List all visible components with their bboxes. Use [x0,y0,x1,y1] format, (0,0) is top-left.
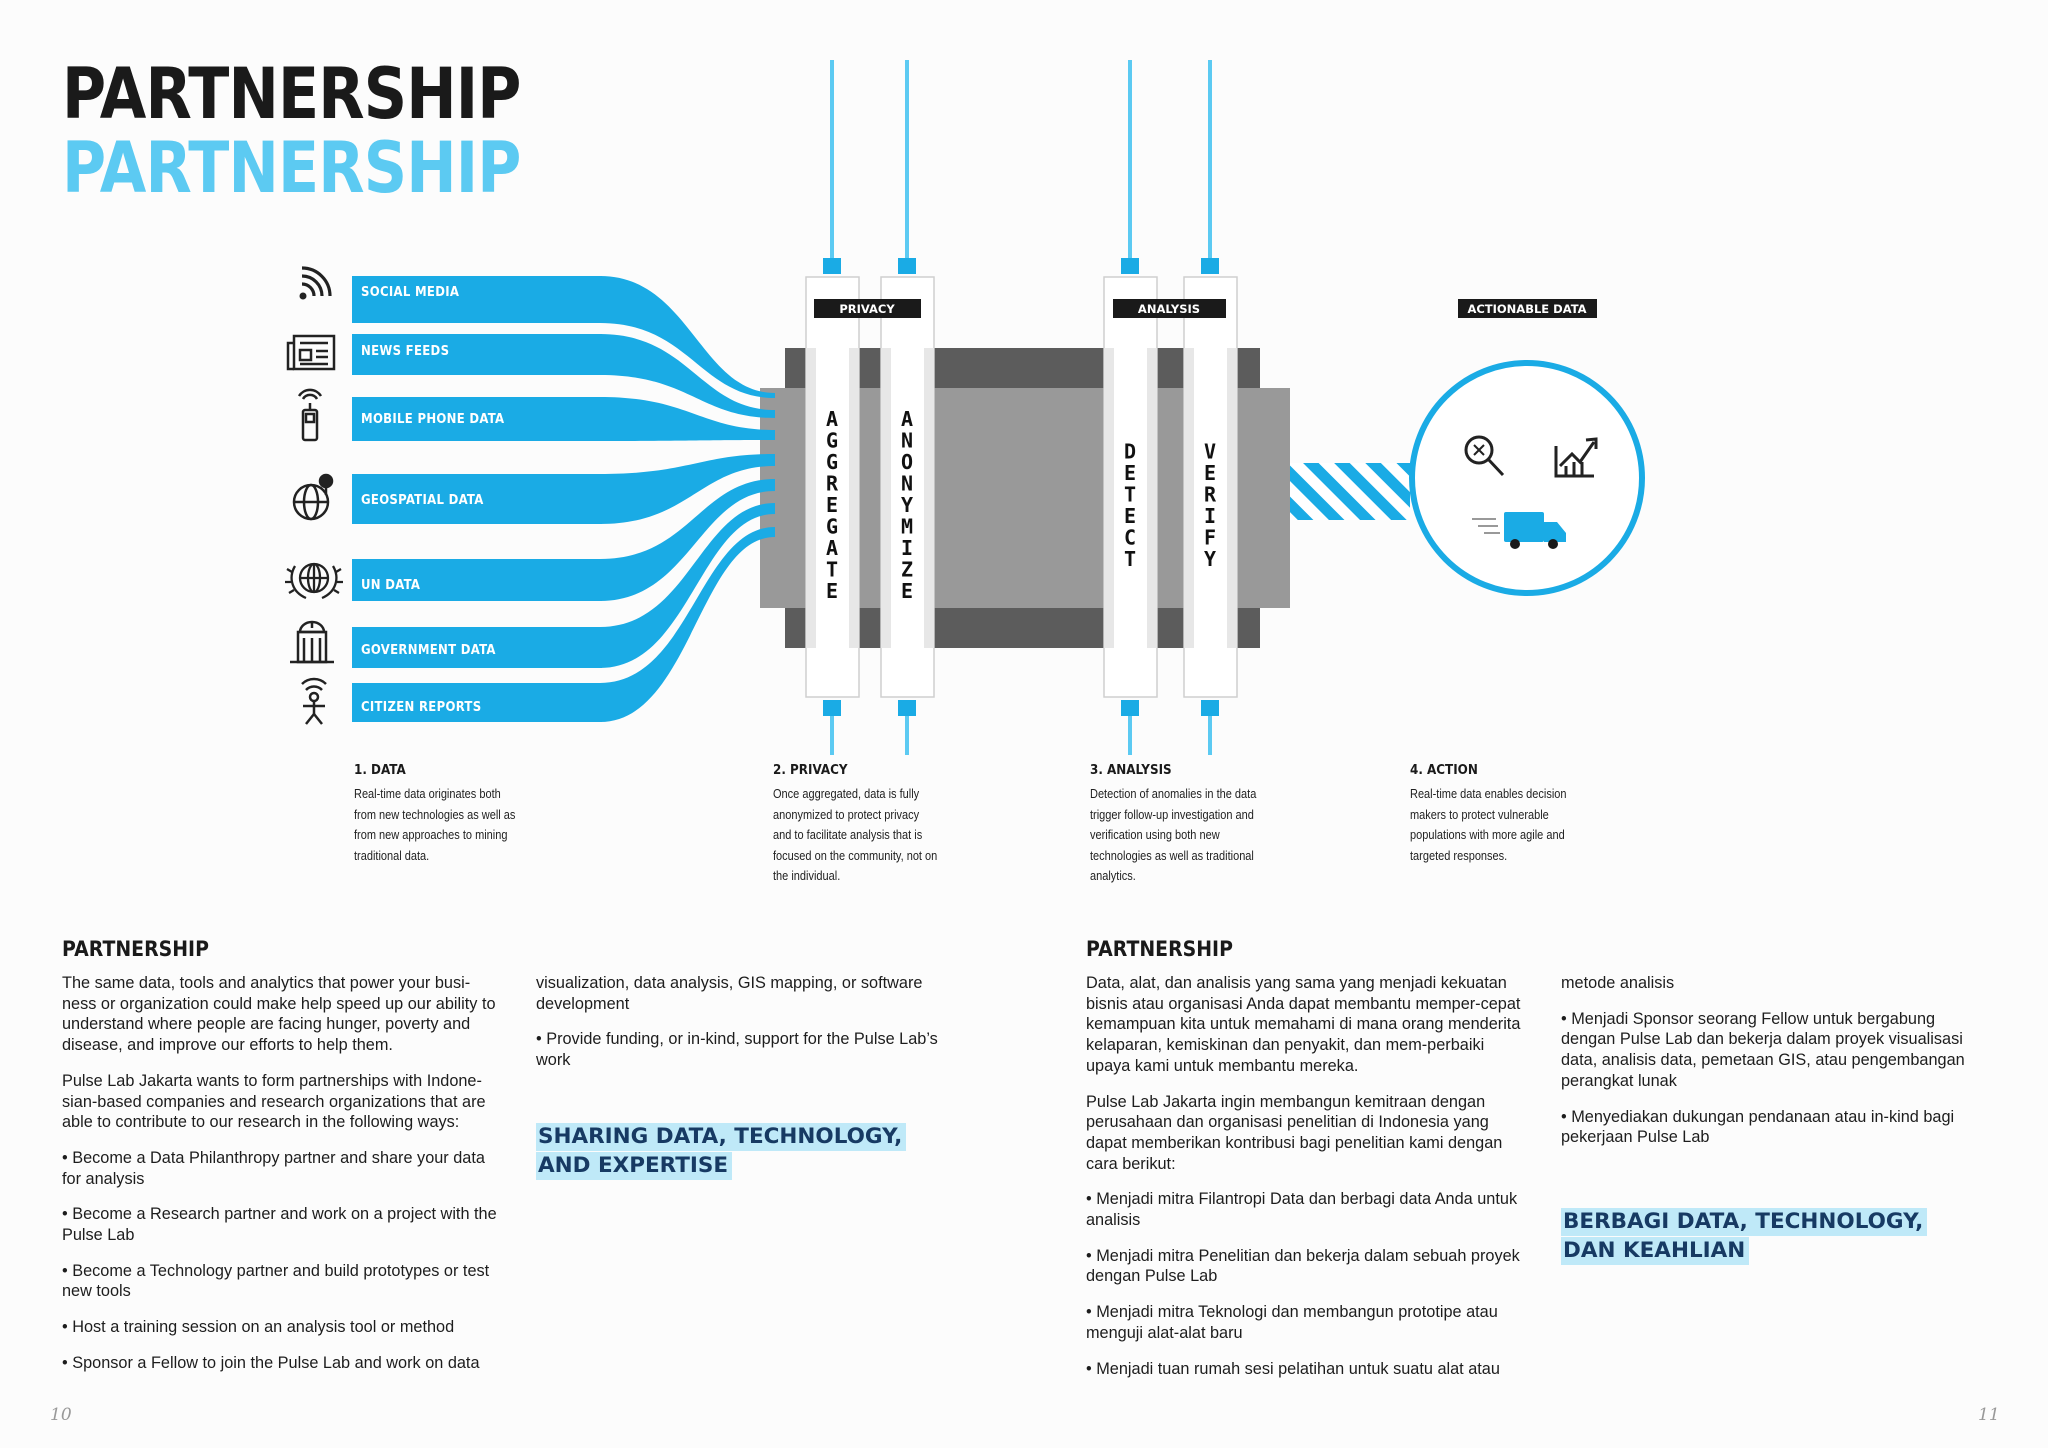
action-circle [1409,360,1645,596]
privacy-stage-label: PRIVACY [839,302,895,316]
stage-box-shadows [806,348,1237,648]
page-title: PARTNERSHIP [62,53,521,135]
source-label-geospatial: GEOSPATIAL DATA [361,493,484,508]
source-label-un-data: UN DATA [361,578,420,593]
step-analysis: 3. ANALYSIS Detection of anomalies in th… [1090,763,1290,887]
bullet-item: • Become a Technology partner and build … [62,1261,490,1301]
english-column-2: visualization, data analysis, GIS mappin… [536,973,966,1086]
indonesian-heading: PARTNERSHIP [1086,937,1233,961]
source-label-government: GOVERNMENT DATA [361,643,496,658]
bullet-item: • Menyediakan dukungan pendanaan atau in… [1561,1107,1955,1147]
bullet-item: • Provide funding, or in-kind, support f… [536,1030,938,1070]
step-title: 4. ACTION [1410,763,1478,778]
stage-connectors [830,60,1212,755]
step-privacy: 2. PRIVACY Once aggregated, data is full… [773,763,973,887]
data-flow-diagram: SOCIAL MEDIA NEWS FEEDS MOBILE PHONE DAT… [285,60,1645,755]
mobile-phone-icon [297,388,323,442]
delivery-truck-icon [1472,512,1566,549]
stage-nodes [823,258,1219,716]
source-labels: SOCIAL MEDIA NEWS FEEDS MOBILE PHONE DAT… [352,276,602,722]
paragraph: Pulse Lab Jakarta wants to form partners… [62,1071,486,1132]
highlight-line: BERBAGI DATA, TECHNOLOGY, [1561,1208,1928,1236]
indonesian-highlight: BERBAGI DATA, TECHNOLOGY, DAN KEAHLIAN [1561,1207,1981,1265]
highlight-line: AND EXPERTISE [536,1152,733,1180]
paragraph: Pulse Lab Jakarta ingin membangun kemitr… [1086,1092,1503,1173]
government-building-icon [290,620,334,664]
page-title-accent: PARTNERSHIP [62,127,521,209]
analysis-stage-label: ANALYSIS [1138,302,1200,316]
english-heading: PARTNERSHIP [62,937,209,961]
page-number-left: 10 [50,1405,72,1425]
english-column-1: The same data, tools and analytics that … [62,973,502,1389]
step-body: Detection of anomalies in the data trigg… [1090,787,1257,883]
step-title: 2. PRIVACY [773,763,848,778]
step-action: 4. ACTION Real-time data enables decisio… [1410,763,1610,866]
paragraph: Data, alat, dan analisis yang sama yang … [1086,974,1521,1075]
bullet-item: • Menjadi tuan rumah sesi pelatihan untu… [1086,1359,1500,1378]
globe-pin-icon [292,473,334,521]
bullet-item: • Menjadi mitra Teknologi dan membangun … [1086,1303,1498,1342]
source-label-citizen: CITIZEN REPORTS [361,700,481,715]
bullet-item: • Host a training session on an analysis… [62,1318,455,1337]
paragraph: The same data, tools and analytics that … [62,974,496,1055]
source-label-mobile-phone: MOBILE PHONE DATA [361,412,504,427]
highlight-line: DAN KEAHLIAN [1561,1237,1750,1265]
bullet-item: • Menjadi Sponsor seorang Fellow untuk b… [1561,1009,1965,1090]
highlight-line: SHARING DATA, TECHNOLOGY, [536,1123,907,1151]
indonesian-column-1: Data, alat, dan analisis yang sama yang … [1086,973,1526,1394]
actionable-data-label: ACTIONABLE DATA [1467,302,1586,316]
output-stream [1290,463,1410,520]
indonesian-column-2: metode analisis • Menjadi Sponsor seoran… [1561,973,1991,1163]
step-title: 1. DATA [354,763,406,778]
magnifier-icon [1464,435,1505,477]
step-title: 3. ANALYSIS [1090,763,1172,778]
source-label-social-media: SOCIAL MEDIA [361,285,459,300]
step-body: Once aggregated, data is fully anonymize… [773,787,938,883]
citizen-broadcast-icon [301,677,327,725]
page-number-right: 11 [1978,1405,2000,1425]
english-highlight: SHARING DATA, TECHNOLOGY, AND EXPERTISE [536,1122,956,1180]
growth-chart-icon [1554,437,1598,478]
source-label-news-feeds: NEWS FEEDS [361,344,449,359]
bullet-item: • Menjadi mitra Penelitian dan bekerja d… [1086,1246,1520,1286]
bullet-item: • Become a Research partner and work on … [62,1205,497,1245]
bullet-item: • Become a Data Philanthropy partner and… [62,1148,485,1188]
paragraph: visualization, data analysis, GIS mappin… [536,974,923,1013]
bullet-item: • Sponsor a Fellow to join the Pulse Lab… [62,1353,480,1372]
step-data: 1. DATA Real-time data originates both f… [354,763,554,866]
bullet-item: • Menjadi mitra Filantropi Data dan berb… [1086,1190,1518,1230]
step-body: Real-time data originates both from new … [354,787,516,863]
un-emblem-icon [285,562,343,600]
step-body: Real-time data enables decision makers t… [1410,787,1567,863]
paragraph: metode analisis [1561,974,1675,992]
rss-icon [299,266,332,300]
newspaper-icon [286,334,336,371]
